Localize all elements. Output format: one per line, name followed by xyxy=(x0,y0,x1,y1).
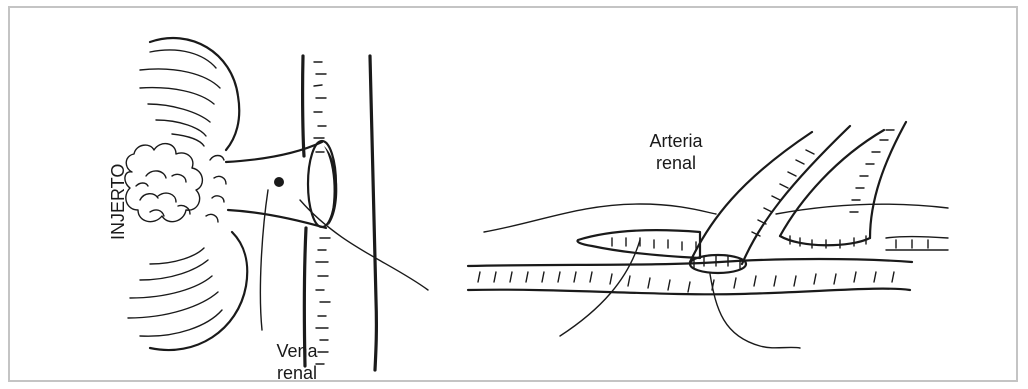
right-branch-hatching xyxy=(850,130,894,212)
vein-right-wall xyxy=(370,56,376,370)
graft-lower-lobe xyxy=(150,232,247,350)
renal-vein-label-line1: Vena xyxy=(266,340,328,362)
far-right-sutures xyxy=(896,240,928,248)
suture-thread-right xyxy=(710,274,800,348)
renal-vein-label-line2: renal xyxy=(266,362,328,384)
renal-artery-label-line1: Arteria xyxy=(638,130,714,152)
left-branch-hatching xyxy=(752,150,814,236)
kidney-graft-left xyxy=(125,38,247,350)
graft-label: INJERTO xyxy=(108,130,130,240)
side-patch-sutures xyxy=(612,238,696,250)
renal-vein-vessel xyxy=(260,56,428,370)
renal-artery-label-line2: renal xyxy=(638,152,714,174)
recipient-artery-sutures xyxy=(478,272,894,292)
graft-cluster-detail xyxy=(136,171,190,216)
graft-cluster-outline xyxy=(125,144,202,222)
cuff-suture-point xyxy=(274,177,284,187)
vein-left-wall-upper xyxy=(303,56,304,156)
vein-cuff xyxy=(226,141,337,228)
renal-vein-label: Vena renal xyxy=(266,340,328,384)
graft-lower-hatching xyxy=(128,248,222,336)
tissue-plane-upper-right xyxy=(776,204,948,214)
suture-thread-left xyxy=(560,240,640,336)
left-branch-right-wall xyxy=(742,126,850,264)
graft-upper-hatching xyxy=(140,50,220,146)
tissue-plane-upper xyxy=(484,204,716,232)
renal-artery-label: Arteria renal xyxy=(638,130,714,174)
vein-wall-hatching xyxy=(314,62,330,364)
vein-label-leader xyxy=(260,190,268,330)
right-branch-anastomosis xyxy=(780,236,870,245)
cuff-top-edge xyxy=(226,142,322,162)
graft-cluster-right-detail xyxy=(206,156,226,223)
cuff-opening-shadow xyxy=(324,146,337,226)
